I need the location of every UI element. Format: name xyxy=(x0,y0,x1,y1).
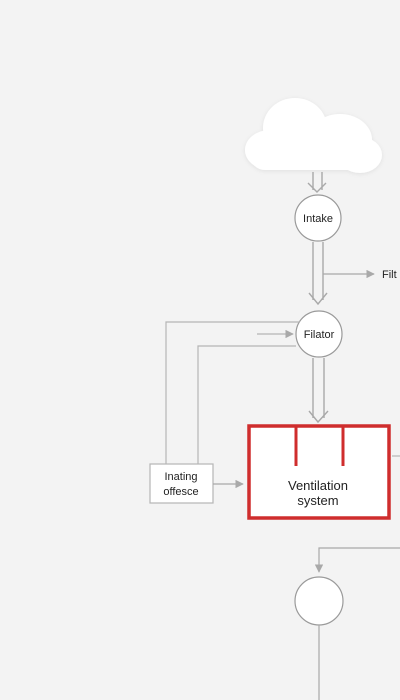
inating-label-line2: offesce xyxy=(163,486,198,498)
filator-label: Filator xyxy=(304,329,335,341)
feedback-loop-lines xyxy=(165,321,300,464)
intake-node: Intake xyxy=(294,194,342,242)
bottom-circle-node xyxy=(294,576,344,626)
filt-branch: Filt xyxy=(323,269,397,281)
cloud-intake-connector xyxy=(307,172,327,193)
inating-label-line1: Inating xyxy=(164,471,197,483)
intake-label: Intake xyxy=(303,213,333,225)
inating-node: Inating offesce xyxy=(149,463,214,504)
ventilation-node: Ventilation system xyxy=(247,424,391,520)
cloud-shape xyxy=(245,98,382,173)
filator-node: Filator xyxy=(295,310,343,358)
intake-filator-connector xyxy=(308,242,328,306)
ventilation-bottom-connector xyxy=(314,547,400,573)
filator-ventilation-connector xyxy=(308,358,329,424)
filt-label: Filt xyxy=(382,269,397,281)
ventilation-label-line1: Ventilation xyxy=(288,478,348,493)
ventilation-label-line2: system xyxy=(297,493,338,508)
